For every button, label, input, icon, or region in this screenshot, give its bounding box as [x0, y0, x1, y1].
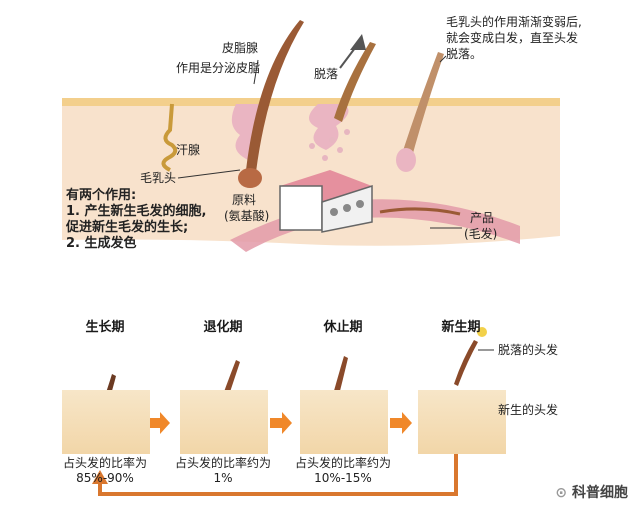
stage-title-anagen: 生长期: [60, 316, 150, 335]
ratio-anagen-line-1: 占头发的比率为: [40, 456, 170, 471]
stage-title-catagen: 退化期: [178, 316, 268, 335]
arrow-3-icon: [390, 412, 412, 434]
shed-arrow: [350, 34, 366, 50]
ratio-catagen-line-2: 1%: [158, 471, 288, 486]
papilla-note-line-2: 就会变成白发，直至头发: [446, 30, 578, 46]
stage-title-neogen: 新生期: [416, 316, 506, 335]
panel-neogen: [418, 390, 506, 454]
watermark-text: 科普细胞: [572, 485, 628, 501]
dermal-papilla-label: 毛乳头: [140, 170, 176, 186]
hair-bulb: [238, 168, 262, 188]
ratio-catagen-line-1: 占头发的比率约为: [158, 456, 288, 471]
function-line-3: 2. 生成发色: [66, 236, 137, 252]
sebaceous-function-label: 作用是分泌皮脂: [176, 60, 260, 76]
shedding-label: 脱落: [314, 66, 338, 82]
arrow-1-icon: [148, 412, 170, 434]
ratio-telogen-line-2: 10%-15%: [278, 471, 408, 486]
stage-title-telogen: 休止期: [298, 316, 388, 335]
sweat-gland-label: 汗腺: [176, 142, 200, 158]
shed-hair-neo: [454, 340, 478, 386]
product-line-1: 产品: [470, 210, 494, 226]
panel-telogen: [300, 390, 388, 454]
papilla-note-line-3: 脱落。: [446, 46, 482, 62]
wechat-icon: ⊙: [555, 485, 572, 501]
product-line-2: (毛发): [464, 226, 497, 242]
raw-material-line-1: 原料: [232, 192, 256, 208]
epidermis-strip: [62, 98, 560, 106]
watermark: ⊙ 科普细胞: [555, 482, 628, 502]
papilla-note-line-1: 毛乳头的作用渐渐变弱后,: [446, 14, 582, 30]
ratio-anagen-line-2: 85%-90%: [40, 471, 170, 486]
panel-anagen: [62, 390, 150, 454]
panel-catagen: [180, 390, 268, 454]
shed-hair-label: 脱落的头发: [498, 342, 558, 358]
ratio-telogen-line-1: 占头发的比率约为: [278, 456, 408, 471]
function-line-2: 促进新生毛发的生长;: [66, 220, 188, 236]
new-hair-label: 新生的头发: [498, 402, 558, 418]
functions-title: 有两个作用:: [66, 188, 136, 204]
function-line-1: 1. 产生新生毛发的细胞,: [66, 204, 206, 220]
arrow-2-icon: [270, 412, 292, 434]
raw-material-line-2: (氨基酸): [224, 208, 269, 224]
sebaceous-gland-label: 皮脂腺: [222, 40, 258, 56]
